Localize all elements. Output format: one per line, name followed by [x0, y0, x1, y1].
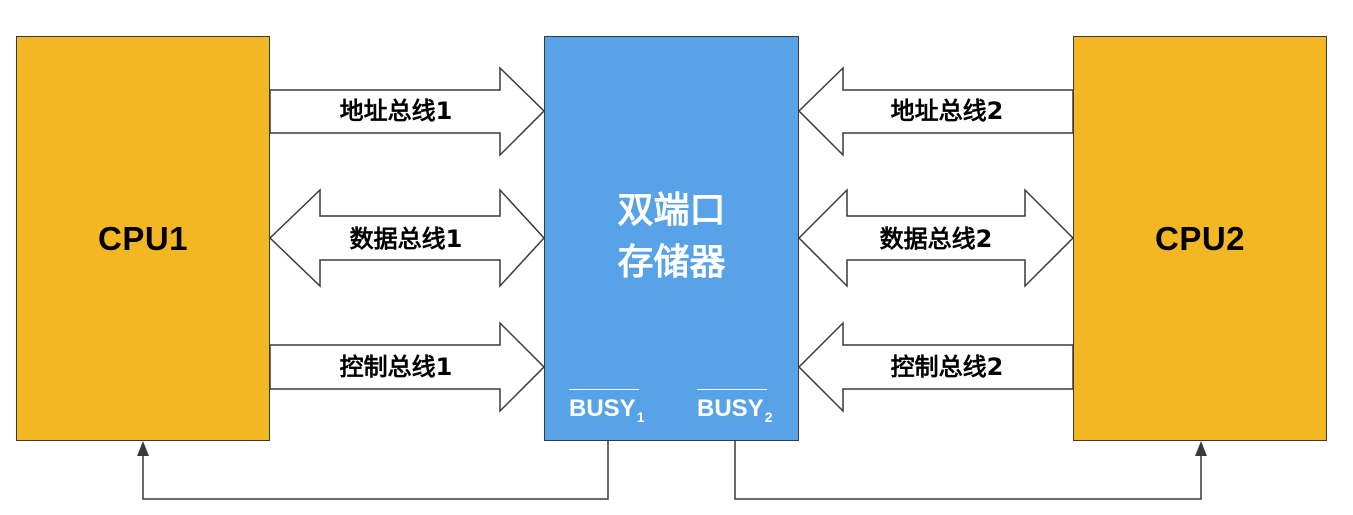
cpu1-label: CPU1 [97, 219, 189, 257]
busy2-text: BUSY [697, 395, 764, 422]
busy2-subscript: 2 [764, 409, 773, 425]
busy2-arrowhead [1195, 441, 1207, 456]
busy1-text: BUSY [569, 395, 636, 422]
cpu1-block: CPU1 [16, 36, 270, 441]
memory-title-line1: 双端口 [617, 190, 726, 231]
address-bus-1-label: 地址总线1 [339, 97, 453, 125]
data-bus-2-label: 数据总线2 [879, 225, 993, 253]
data-bus-1-label: 数据总线1 [349, 225, 463, 253]
control-bus-2-label: 控制总线2 [890, 353, 1004, 381]
busy1-feedback-line [142, 441, 609, 500]
address-bus-2-label: 地址总线2 [890, 97, 1004, 125]
busy1-arrowhead [137, 441, 149, 456]
control-bus-1-label: 控制总线1 [339, 353, 453, 381]
dual-port-memory-block: 双端口 存储器 BUSY1 BUSY2 [544, 36, 799, 441]
busy1-subscript: 1 [636, 409, 645, 425]
memory-title-line2: 存储器 [617, 242, 726, 283]
cpu2-block: CPU2 [1073, 36, 1327, 441]
busy1-signal: BUSY1 [569, 389, 645, 425]
busy2-signal: BUSY2 [697, 389, 773, 425]
cpu2-label: CPU2 [1154, 219, 1246, 257]
busy2-feedback-line [734, 441, 1202, 500]
busy2-overline [697, 389, 767, 390]
busy1-overline [569, 389, 639, 390]
